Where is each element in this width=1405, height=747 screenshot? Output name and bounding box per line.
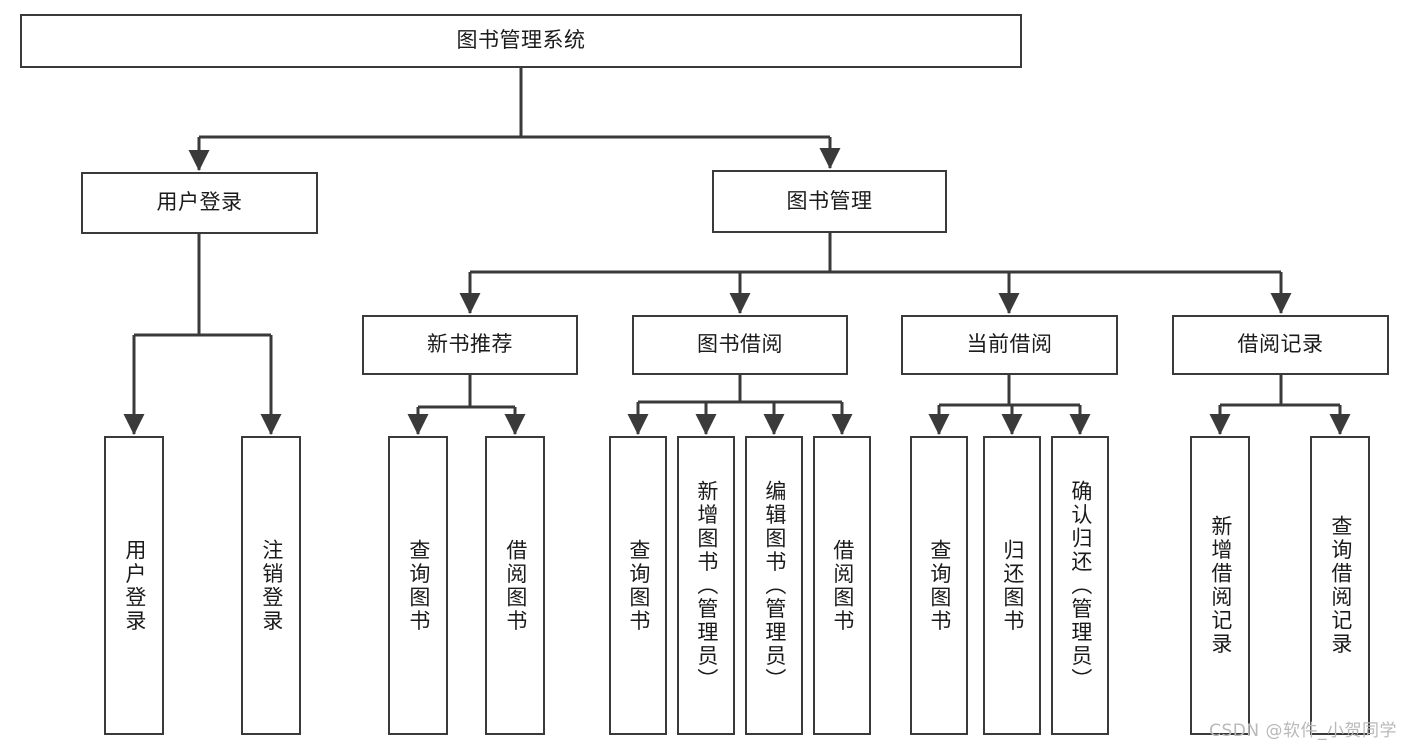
node-book-borrow-label: 图书借阅: [697, 332, 783, 357]
node-borrow-record-label: 借阅记录: [1237, 332, 1324, 357]
node-leaf-rec-query2-label: 查询借阅记录: [1328, 515, 1353, 656]
node-leaf-cur-return-label: 归还图书: [1000, 538, 1025, 633]
node-book-manage[interactable]: 图书管理: [712, 170, 947, 233]
node-current-borrow-label: 当前借阅: [966, 332, 1053, 357]
node-leaf-rec-query2[interactable]: 查询借阅记录: [1310, 436, 1370, 735]
node-leaf-rec-borrow[interactable]: 借阅图书: [485, 436, 545, 735]
node-leaf-user-logout[interactable]: 注销登录: [241, 436, 301, 735]
node-user-login-label: 用户登录: [156, 190, 243, 215]
node-leaf-cur-query-label: 查询图书: [927, 538, 952, 633]
node-leaf-rec-add[interactable]: 新增借阅记录: [1190, 436, 1250, 735]
node-leaf-borrow-query-label: 查询图书: [626, 538, 651, 633]
node-leaf-cur-confirm-label: 确认归还（管理员）: [1068, 479, 1093, 692]
node-root-label: 图书管理系统: [456, 28, 586, 53]
node-leaf-rec-add-label: 新增借阅记录: [1208, 515, 1233, 656]
node-leaf-borrow-edit[interactable]: 编辑图书（管理员）: [745, 436, 803, 735]
node-leaf-rec-query-label: 查询图书: [406, 538, 431, 633]
node-root[interactable]: 图书管理系统: [20, 14, 1022, 68]
node-leaf-borrow-add[interactable]: 新增图书（管理员）: [677, 436, 735, 735]
node-book-manage-label: 图书管理: [786, 188, 873, 213]
node-leaf-borrow-add-label: 新增图书（管理员）: [694, 479, 719, 692]
node-leaf-user-login-label: 用户登录: [122, 538, 147, 633]
node-borrow-record[interactable]: 借阅记录: [1172, 315, 1389, 375]
node-leaf-cur-query[interactable]: 查询图书: [910, 436, 968, 735]
node-leaf-borrow-lend-label: 借阅图书: [830, 538, 855, 633]
watermark-text: CSDN @软件_小贺同学: [1209, 721, 1397, 741]
node-leaf-cur-confirm[interactable]: 确认归还（管理员）: [1051, 436, 1109, 735]
node-new-book-rec-label: 新书推荐: [427, 332, 513, 357]
node-leaf-borrow-edit-label: 编辑图书（管理员）: [762, 479, 787, 692]
node-leaf-cur-return[interactable]: 归还图书: [983, 436, 1041, 735]
node-leaf-borrow-lend[interactable]: 借阅图书: [813, 436, 871, 735]
node-new-book-rec[interactable]: 新书推荐: [362, 315, 578, 375]
node-current-borrow[interactable]: 当前借阅: [901, 315, 1118, 375]
node-leaf-user-logout-label: 注销登录: [259, 538, 284, 633]
node-leaf-rec-query[interactable]: 查询图书: [388, 436, 448, 735]
node-user-login[interactable]: 用户登录: [81, 172, 318, 234]
node-leaf-user-login[interactable]: 用户登录: [104, 436, 164, 735]
node-leaf-rec-borrow-label: 借阅图书: [503, 538, 528, 633]
node-leaf-borrow-query[interactable]: 查询图书: [609, 436, 667, 735]
node-book-borrow[interactable]: 图书借阅: [632, 315, 848, 375]
